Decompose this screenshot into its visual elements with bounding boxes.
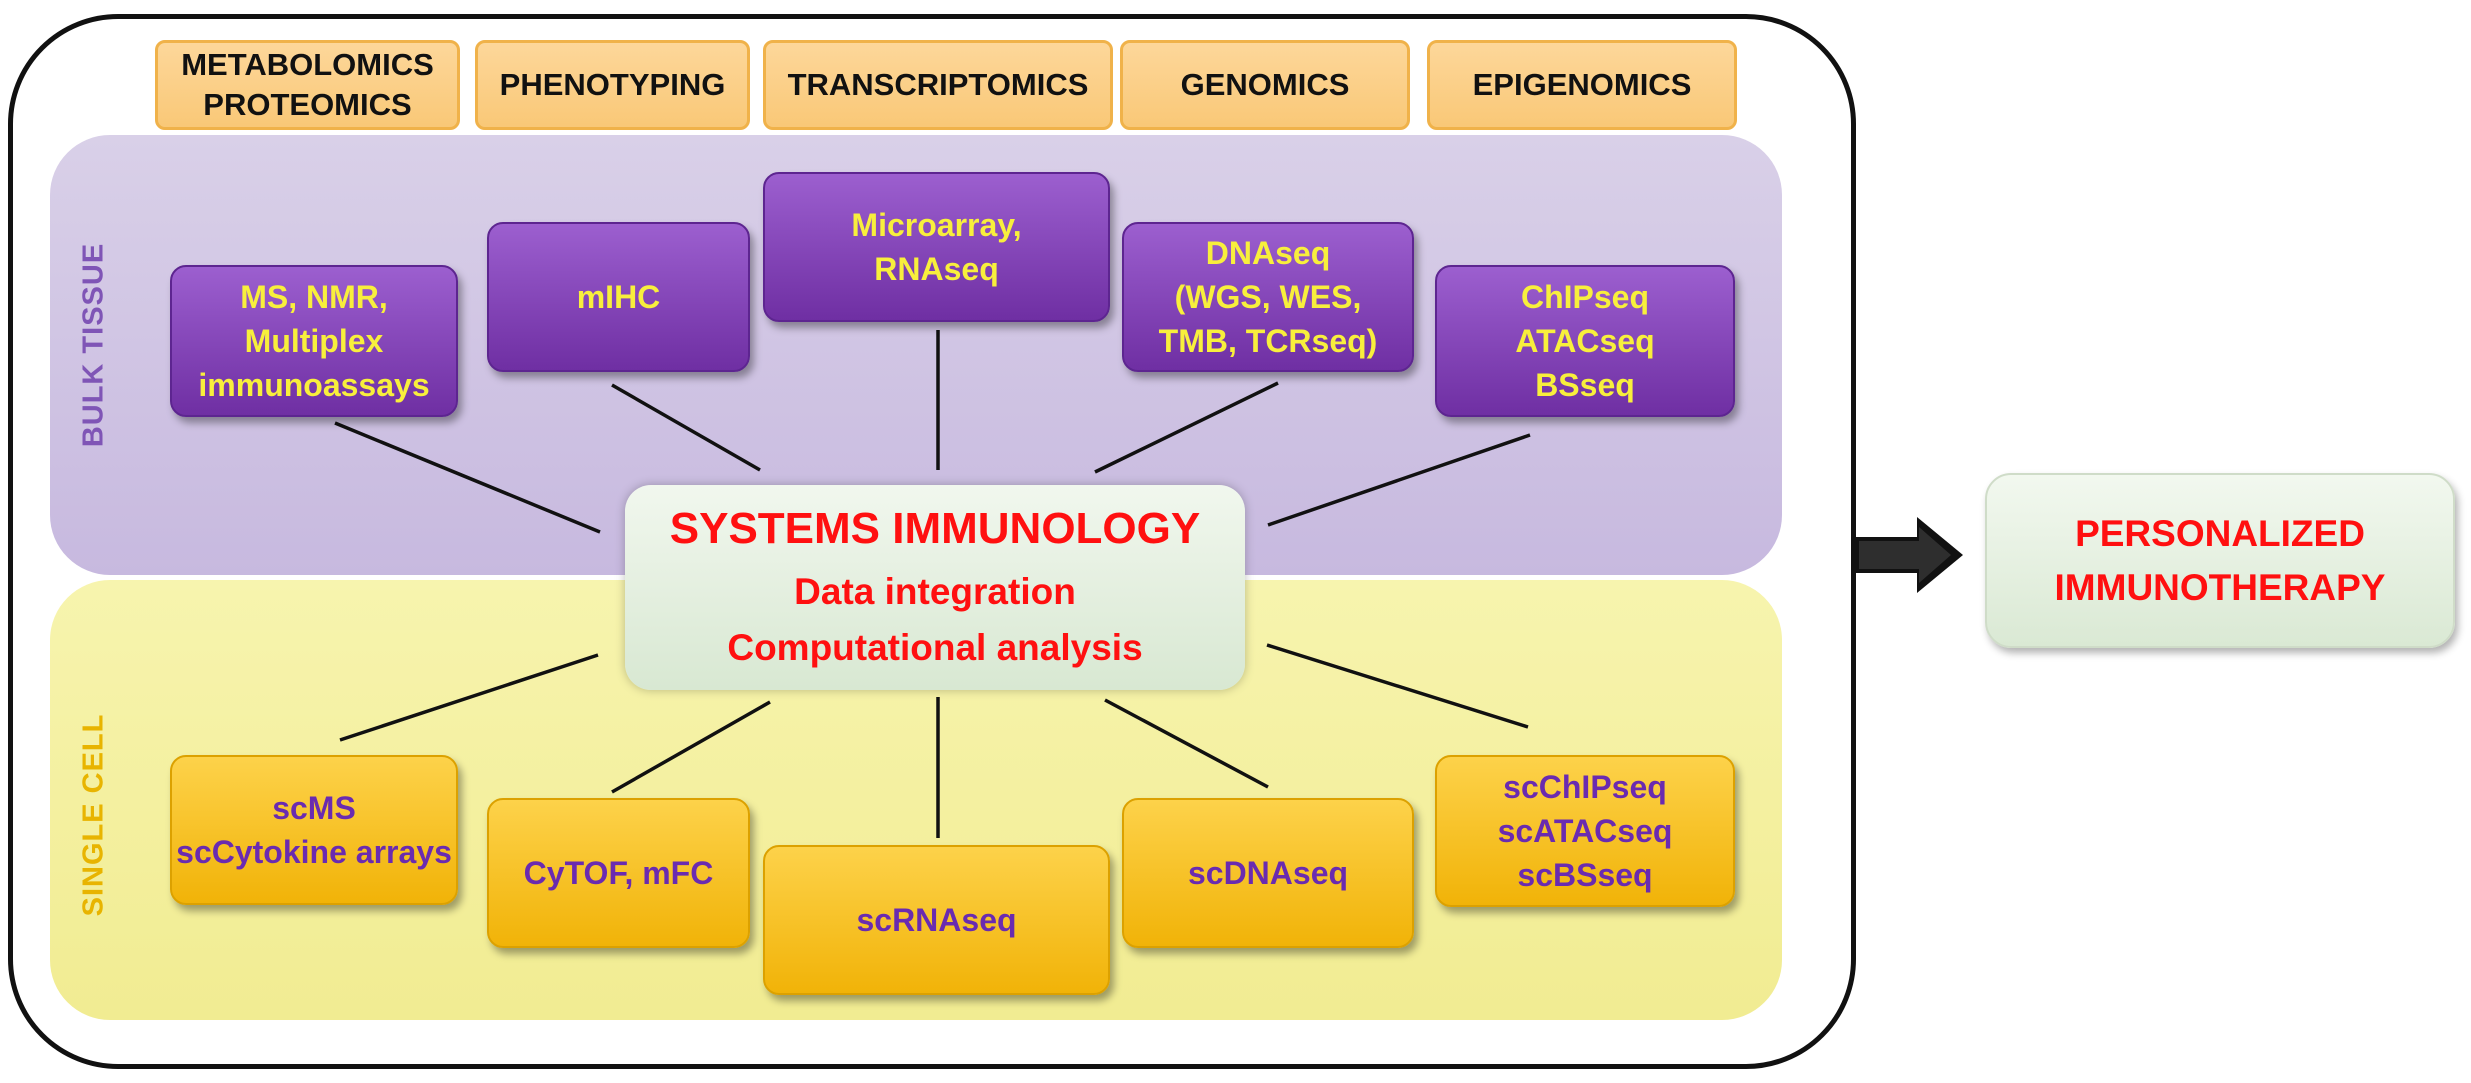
method-scchipseq-scatacseq-scbsseq: scChIPseq scATACseq scBSseq [1435, 755, 1735, 907]
connector-bulk-1 [334, 421, 601, 534]
method-mihc: mIHC [487, 222, 750, 372]
connector-single-1 [339, 653, 599, 742]
personalized-immunotherapy-box: PERSONALIZED IMMUNOTHERAPY [1985, 473, 2455, 648]
method-scrnaseq: scRNAseq [763, 845, 1110, 995]
header-genomics: GENOMICS [1120, 40, 1410, 130]
header-label: TRANSCRIPTOMICS [787, 67, 1089, 102]
method-chipseq-atacseq-bsseq: ChIPseq ATACseq BSseq [1435, 265, 1735, 417]
method-scdnaseq: scDNAseq [1122, 798, 1414, 948]
connector-single-5 [1266, 643, 1529, 729]
data-integration-label: Data integration [794, 570, 1076, 612]
header-transcriptomics: TRANSCRIPTOMICS [763, 40, 1113, 130]
connector-bulk-5 [1267, 433, 1531, 527]
connector-single-2 [611, 700, 771, 794]
method-scms-sccytokine: scMS scCytokine arrays [170, 755, 458, 905]
method-cytof-mfc: CyTOF, mFC [487, 798, 750, 948]
connector-single-4 [1104, 698, 1269, 789]
header-label: PHENOTYPING [499, 67, 726, 102]
right-arrow-icon [1855, 517, 1963, 593]
connector-bulk-2 [611, 383, 761, 472]
method-ms-nmr-multiplex: MS, NMR, Multiplex immunoassays [170, 265, 458, 417]
method-microarray-rnaseq: Microarray, RNAseq [763, 172, 1110, 322]
computational-analysis-label: Computational analysis [727, 626, 1143, 668]
header-label: EPIGENOMICS [1472, 67, 1692, 102]
systems-immunology-box: SYSTEMS IMMUNOLOGY Data integration Comp… [625, 485, 1245, 690]
header-label: METABOLOMICS PROTEOMICS [181, 47, 434, 122]
method-dnaseq: DNAseq (WGS, WES, TMB, TCRseq) [1122, 222, 1414, 372]
connector-bulk-4 [1094, 381, 1279, 474]
header-label: GENOMICS [1180, 67, 1350, 102]
header-metabolomics-proteomics: METABOLOMICS PROTEOMICS [155, 40, 460, 130]
header-phenotyping: PHENOTYPING [475, 40, 750, 130]
header-epigenomics: EPIGENOMICS [1427, 40, 1737, 130]
systems-immunology-title: SYSTEMS IMMUNOLOGY [669, 503, 1201, 553]
